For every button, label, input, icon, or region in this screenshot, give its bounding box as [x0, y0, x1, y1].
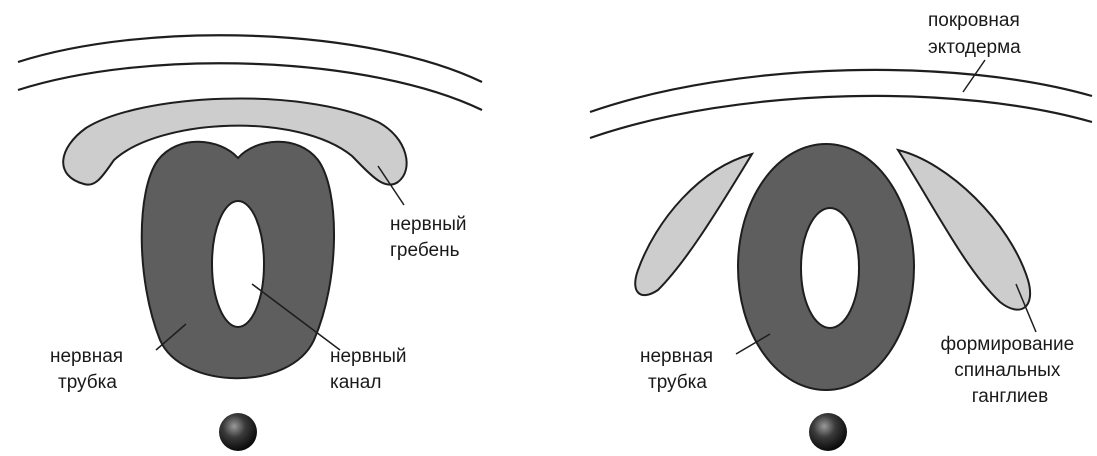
- left-neural-crest-line-1: нервный: [390, 214, 466, 235]
- left-neural-tube-line-1: нервная: [50, 346, 123, 367]
- right-ganglia-line-1: формирование: [941, 334, 1075, 355]
- right-ganglion-right: [898, 150, 1030, 310]
- right-ectoderm-label: покровная эктодерма: [928, 10, 1025, 58]
- right-neural-tube-line-2: трубка: [648, 372, 707, 393]
- left-neural-canal-line-1: нервный: [330, 346, 406, 367]
- right-ectoderm-line-2: эктодерма: [928, 37, 1021, 58]
- left-notochord: [219, 413, 257, 451]
- left-neural-tube-label: нервная трубка: [50, 346, 128, 393]
- right-neural-tube-label: нервная трубка: [640, 346, 718, 393]
- right-notochord: [809, 413, 847, 451]
- left-neural-canal-label: нервный канал: [330, 346, 412, 393]
- left-neural-crest-label: нервный гребень: [390, 214, 472, 261]
- right-ganglia-label: формирование спинальных ганглиев: [941, 334, 1080, 407]
- right-panel: покровная эктодерма формирование спиналь…: [590, 10, 1092, 451]
- right-ganglia-line-3: ганглиев: [972, 386, 1048, 407]
- left-panel: нервный гребень нервный канал нервная тр…: [18, 35, 482, 451]
- left-neural-canal-line-2: канал: [330, 372, 381, 393]
- right-neural-tube-line-1: нервная: [640, 346, 713, 367]
- right-ganglion-left: [635, 154, 752, 295]
- left-neural-canal: [212, 201, 264, 327]
- right-neural-canal: [801, 208, 859, 328]
- right-ganglia-line-2: спинальных: [954, 360, 1061, 381]
- left-neural-crest-line-2: гребень: [390, 240, 460, 261]
- right-ectoderm: [590, 70, 1092, 138]
- right-ectoderm-line-1: покровная: [928, 10, 1020, 31]
- left-neural-tube-line-2: трубка: [58, 372, 117, 393]
